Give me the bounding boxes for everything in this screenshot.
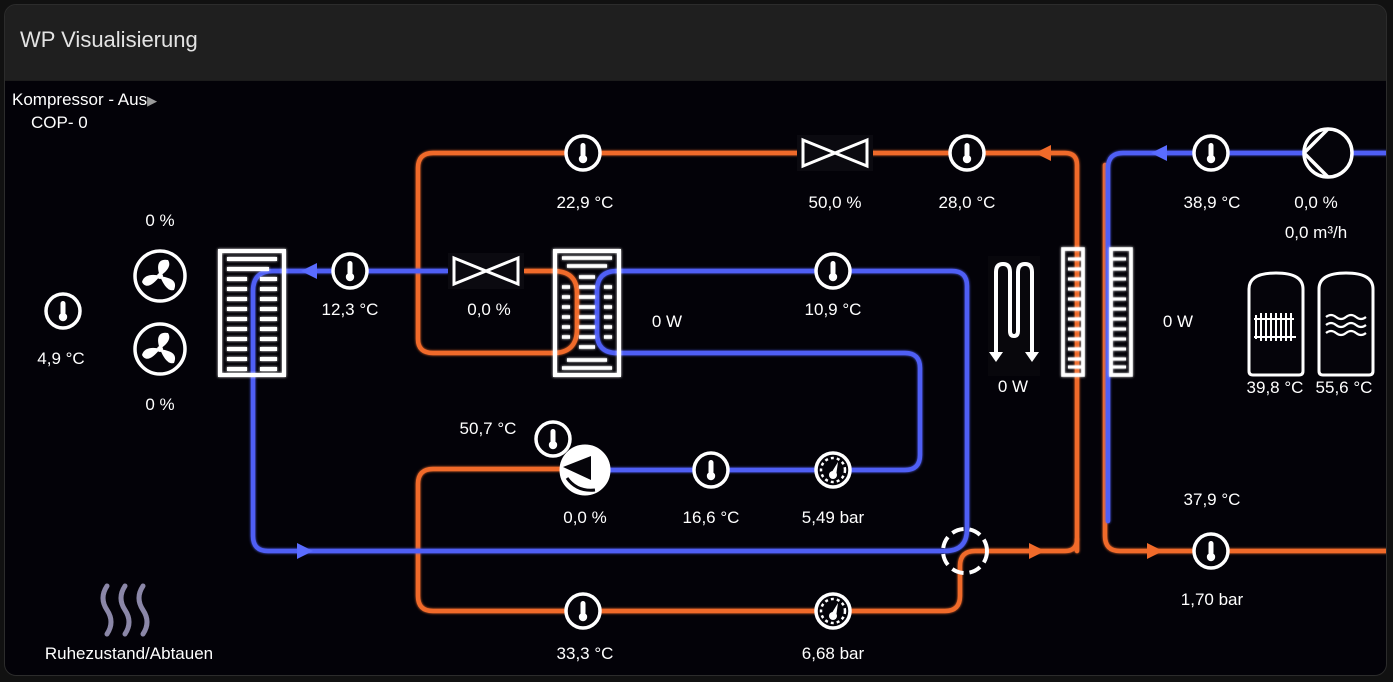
bypass-valve-value: 50,0 % [809, 193, 862, 212]
system-pressure-value: 1,70 bar [1181, 590, 1244, 609]
thermometer-icon [331, 252, 369, 290]
thermometer-icon [1192, 134, 1230, 172]
pipe-cold-main [250, 268, 970, 554]
wp-visualisierung-card: WP Visualisierung [4, 4, 1387, 676]
hot-gas-temp-value: 22,9 °C [557, 193, 614, 212]
buffer-tank-icon [1247, 271, 1305, 377]
internal-heat-exchanger-icon [553, 249, 621, 377]
suction-temp-value: 16,6 °C [683, 508, 740, 527]
heat-waves-icon [100, 583, 150, 637]
pump-speed-value: 0,0 % [1294, 193, 1337, 212]
thermometer-icon [948, 134, 986, 172]
play-icon: ▶ [147, 93, 158, 108]
return-temp-value: 38,9 °C [1184, 193, 1241, 212]
fan-top-icon [133, 249, 187, 303]
compressor-state-label: Kompressor - Aus [12, 90, 148, 109]
hot-flow-arrows [1029, 145, 1163, 559]
condenser-icon [1061, 247, 1133, 377]
pipe-hot-upper [415, 150, 1080, 554]
heat-pump-schematic: 4,9 °C 0 % 0 % 12,3 °C 0,0 % 22,9 °C 50,… [5, 81, 1386, 675]
dhw-tank-icon [1317, 271, 1375, 377]
pipe-hot-flow [1102, 162, 1386, 554]
thermometer-icon [564, 592, 602, 630]
flow-temp-value: 37,9 °C [1184, 490, 1241, 509]
thermometer-icon [814, 252, 852, 290]
high-pressure-value: 6,68 bar [802, 644, 865, 663]
compressor-icon [559, 444, 611, 496]
suction-temp-top-value: 10,9 °C [805, 300, 862, 319]
thermometer-icon [692, 451, 730, 489]
circulation-pump-icon [1302, 127, 1354, 179]
arrow-right-icon [1029, 543, 1045, 559]
thermometer-icon [534, 420, 572, 458]
internal-hx-power-value: 0 W [652, 312, 682, 331]
arrow-left-icon [301, 263, 317, 279]
bypass-valve-icon [795, 133, 875, 173]
evaporator-icon [218, 249, 286, 377]
heater-rod-power-value: 0 W [998, 377, 1028, 396]
flow-rate-value: 0,0 m³/h [1285, 223, 1347, 242]
arrow-right-icon [1147, 543, 1163, 559]
cop-label: COP- 0 [31, 113, 88, 132]
compressor-temp-value: 50,7 °C [460, 419, 517, 438]
arrow-left-icon [1151, 145, 1167, 161]
arrow-right-icon [297, 543, 313, 559]
fan-top-value: 0 % [145, 211, 174, 230]
cold-flow-arrows [297, 145, 1167, 559]
evaporator-out-temp-value: 12,3 °C [322, 300, 379, 319]
outdoor-temp-value: 4,9 °C [37, 349, 84, 368]
fan-bottom-value: 0 % [145, 395, 174, 414]
heater-rod-icon [988, 256, 1040, 376]
compressor-status: Kompressor - Aus▶ COP- 0 [12, 89, 157, 134]
expansion-valve-icon [446, 251, 526, 291]
pressure-gauge-icon [814, 592, 852, 630]
cold-pipes [250, 150, 1386, 554]
thermometer-icon [1192, 532, 1230, 570]
condenser-power-value: 0 W [1163, 312, 1193, 331]
arrow-left-icon [1035, 145, 1051, 161]
dhw-tank-temp-value: 55,6 °C [1316, 378, 1373, 397]
card-header: WP Visualisierung [5, 5, 1386, 80]
four-way-valve-icon [941, 527, 989, 575]
pipe-hot-lower [415, 466, 1080, 614]
thermometer-icon [44, 292, 82, 330]
compressor-speed-value: 0,0 % [563, 508, 606, 527]
low-pressure-value: 5,49 bar [802, 508, 865, 527]
card-title: WP Visualisierung [20, 27, 198, 52]
expansion-valve-value: 0,0 % [467, 300, 510, 319]
thermometer-icon [564, 134, 602, 172]
fan-bottom-icon [133, 322, 187, 376]
discharge-temp-value: 33,3 °C [557, 644, 614, 663]
condenser-in-temp-value: 28,0 °C [939, 193, 996, 212]
hot-pipes [415, 150, 1386, 614]
pressure-gauge-icon [814, 451, 852, 489]
pipe-cold-return [1105, 150, 1386, 524]
operating-mode-label: Ruhezustand/Abtauen [45, 644, 213, 663]
buffer-tank-temp-value: 39,8 °C [1247, 378, 1304, 397]
